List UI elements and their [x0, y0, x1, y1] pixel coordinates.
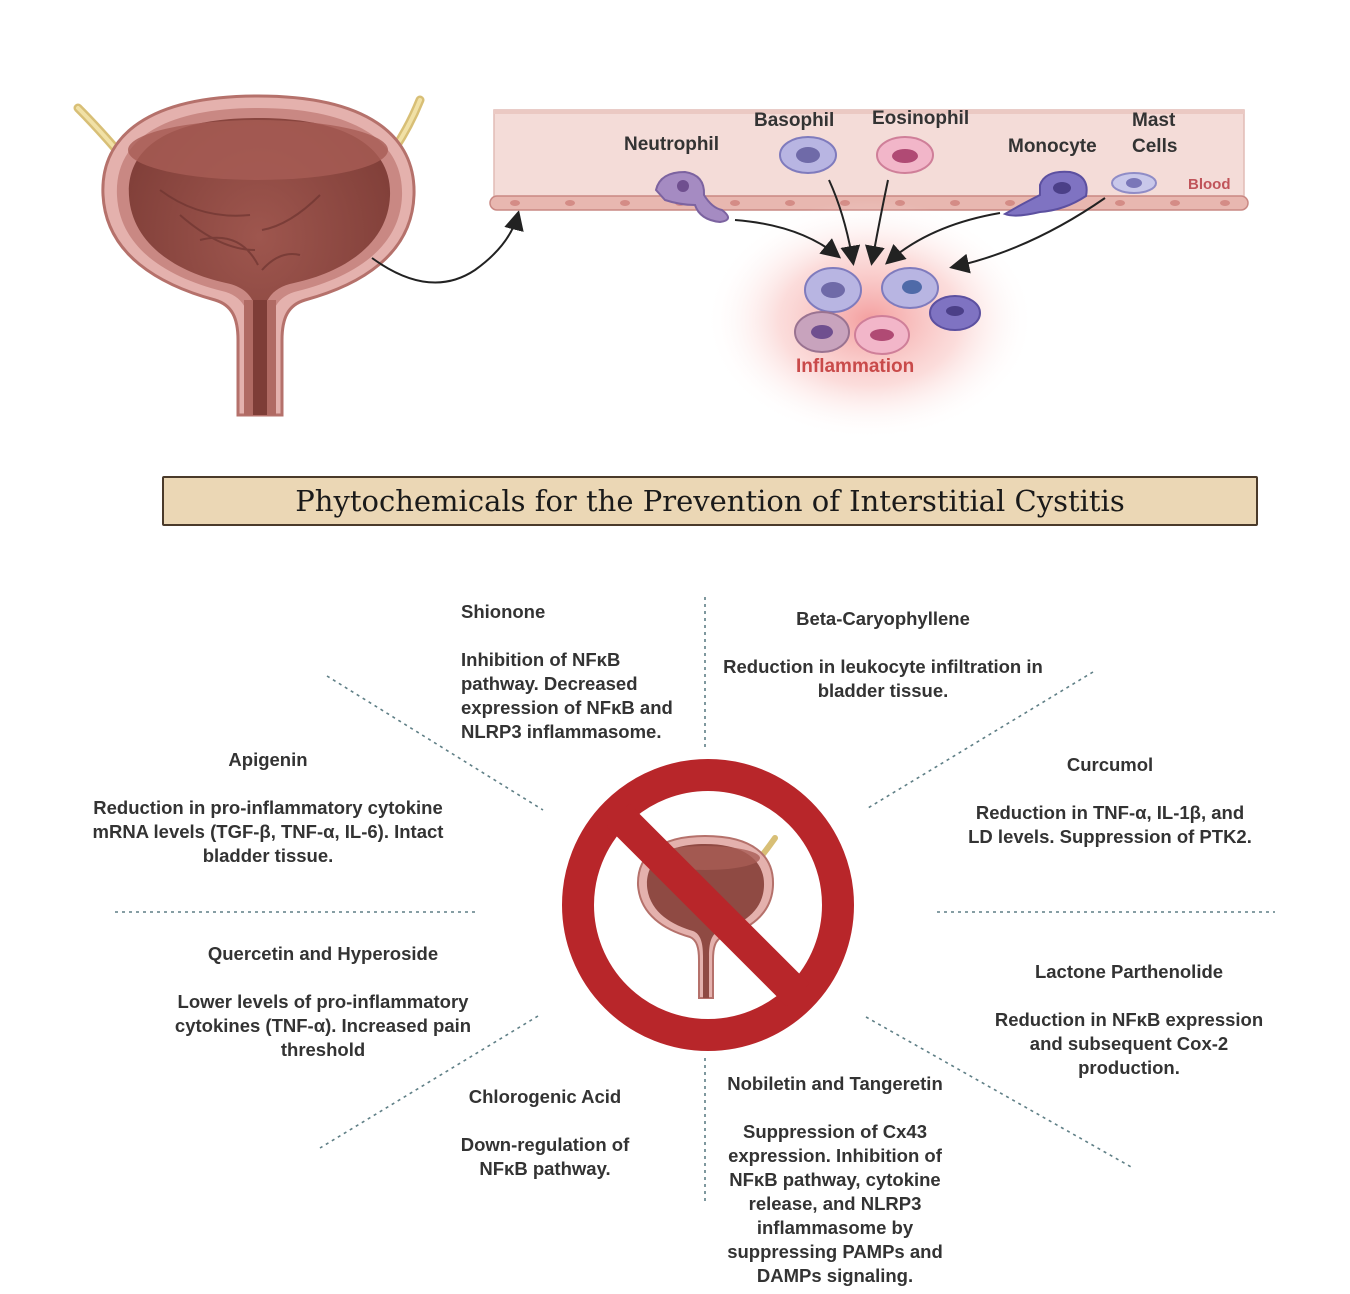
- monocyte-label: Monocyte: [1008, 136, 1097, 157]
- neutrophil-label: Neutrophil: [624, 134, 719, 155]
- chlorogenic-acid-block: Chlorogenic Acid Down-regulation of NFκB…: [440, 1085, 650, 1181]
- bladder-to-vessel-arrow: [371, 210, 524, 284]
- quercetin-hyperoside-description: Lower levels of pro-inflammatory cytokin…: [174, 991, 472, 1060]
- apigenin-description: Reduction in pro-inflammatory cytokine m…: [92, 797, 444, 866]
- beta-caryophyllene-description: Reduction in leukocyte infiltration in b…: [723, 656, 1043, 701]
- curcumol-description: Reduction in TNF-α, IL-1β, and LD levels…: [968, 802, 1252, 847]
- chlorogenic-acid-name: Chlorogenic Acid: [468, 1086, 622, 1107]
- lactone-parthenolide-name: Lactone Parthenolide: [1034, 961, 1224, 982]
- quercetin-hyperoside-block: Quercetin and Hyperoside Lower levels of…: [153, 942, 493, 1062]
- radiating-dotted-lines: [115, 597, 1275, 1205]
- apigenin-name: Apigenin: [228, 749, 308, 770]
- quercetin-hyperoside-name: Quercetin and Hyperoside: [207, 943, 439, 964]
- mast-cells-label: Mast Cells: [1132, 108, 1177, 160]
- nobiletin-tangeretin-description: Suppression of Cx43 expression. Inhibiti…: [727, 1121, 943, 1286]
- prohibited-bladder-icon: [562, 759, 854, 1051]
- page-title: Phytochemicals for the Prevention of Int…: [162, 476, 1258, 526]
- mast-cells-label-line2: Cells: [1132, 136, 1178, 157]
- lactone-parthenolide-description: Reduction in NFκB expression and subsequ…: [994, 1009, 1264, 1078]
- mast-cell: [1111, 172, 1157, 194]
- eosinophil-label: Eosinophil: [872, 108, 970, 129]
- basophil-label: Basophil: [754, 110, 835, 131]
- shionone-description: Inhibition of NFκB pathway. Decreased ex…: [461, 649, 673, 742]
- basophil-cell: [779, 136, 837, 174]
- monocyte-cell-migrating: [1002, 170, 1088, 217]
- beta-caryophyllene-name: Beta-Caryophyllene: [796, 608, 970, 629]
- blood-label: Blood: [1188, 176, 1231, 193]
- apigenin-block: Apigenin Reduction in pro-inflammatory c…: [68, 748, 468, 868]
- curcumol-name: Curcumol: [1066, 754, 1154, 775]
- beta-caryophyllene-block: Beta-Caryophyllene Reduction in leukocyt…: [708, 607, 1058, 703]
- mast-cells-label-line1: Mast: [1132, 110, 1176, 131]
- eosinophil-cell: [876, 136, 934, 174]
- lactone-parthenolide-block: Lactone Parthenolide Reduction in NFκB e…: [978, 960, 1280, 1080]
- nobiletin-tangeretin-block: Nobiletin and Tangeretin Suppression of …: [710, 1072, 960, 1288]
- migration-arrows: [734, 179, 1106, 274]
- nobiletin-tangeretin-name: Nobiletin and Tangeretin: [727, 1073, 943, 1094]
- inflammation-label: Inflammation: [796, 356, 915, 377]
- bladder-illustration: [73, 94, 425, 417]
- curcumol-block: Curcumol Reduction in TNF-α, IL-1β, and …: [965, 753, 1255, 849]
- shionone-block: Shionone Inhibition of NFκB pathway. Dec…: [461, 600, 701, 744]
- neutrophil-cell-migrating: [654, 170, 729, 224]
- chlorogenic-acid-description: Down-regulation of NFκB pathway.: [460, 1134, 630, 1179]
- shionone-name: Shionone: [461, 601, 546, 622]
- inflamed-cells-cluster: [794, 267, 981, 355]
